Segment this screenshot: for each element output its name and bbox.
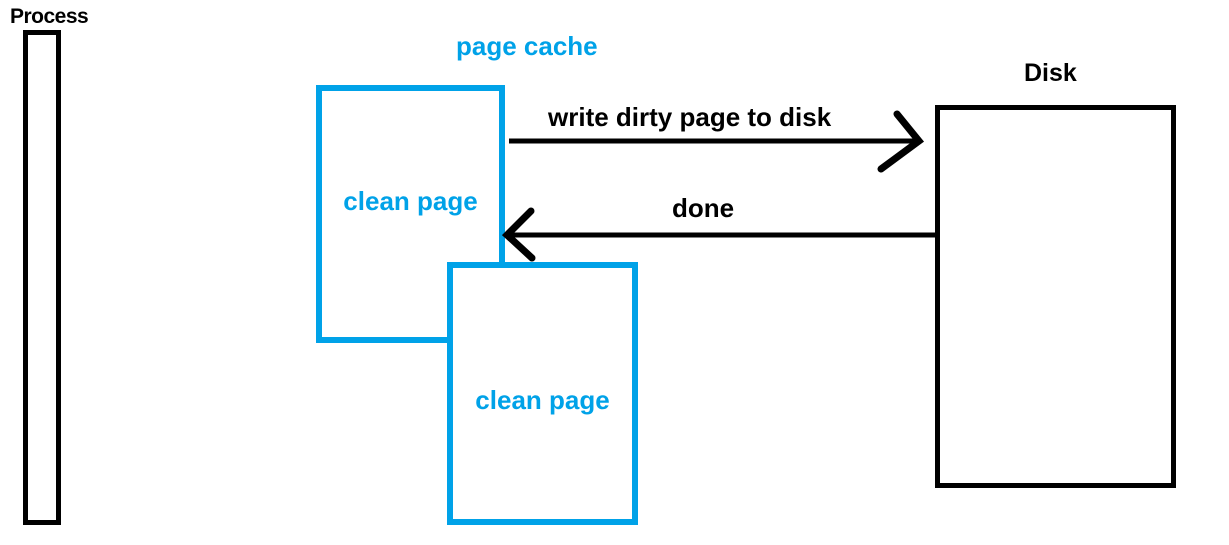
page-cache-label: page cache — [456, 31, 598, 61]
done-arrow-label: done — [672, 193, 735, 223]
disk-rectangle — [935, 105, 1176, 488]
process-rectangle — [23, 30, 61, 525]
clean-page-box-1: clean page — [316, 85, 505, 343]
clean-page-box-2: clean page — [447, 262, 638, 525]
clean-page-label-2: clean page — [475, 385, 610, 415]
clean-page-label-1: clean page — [343, 186, 478, 216]
process-label: Process — [10, 5, 89, 28]
write-arrow-label: write dirty page to disk — [548, 102, 832, 132]
disk-label: Disk — [1024, 59, 1077, 87]
